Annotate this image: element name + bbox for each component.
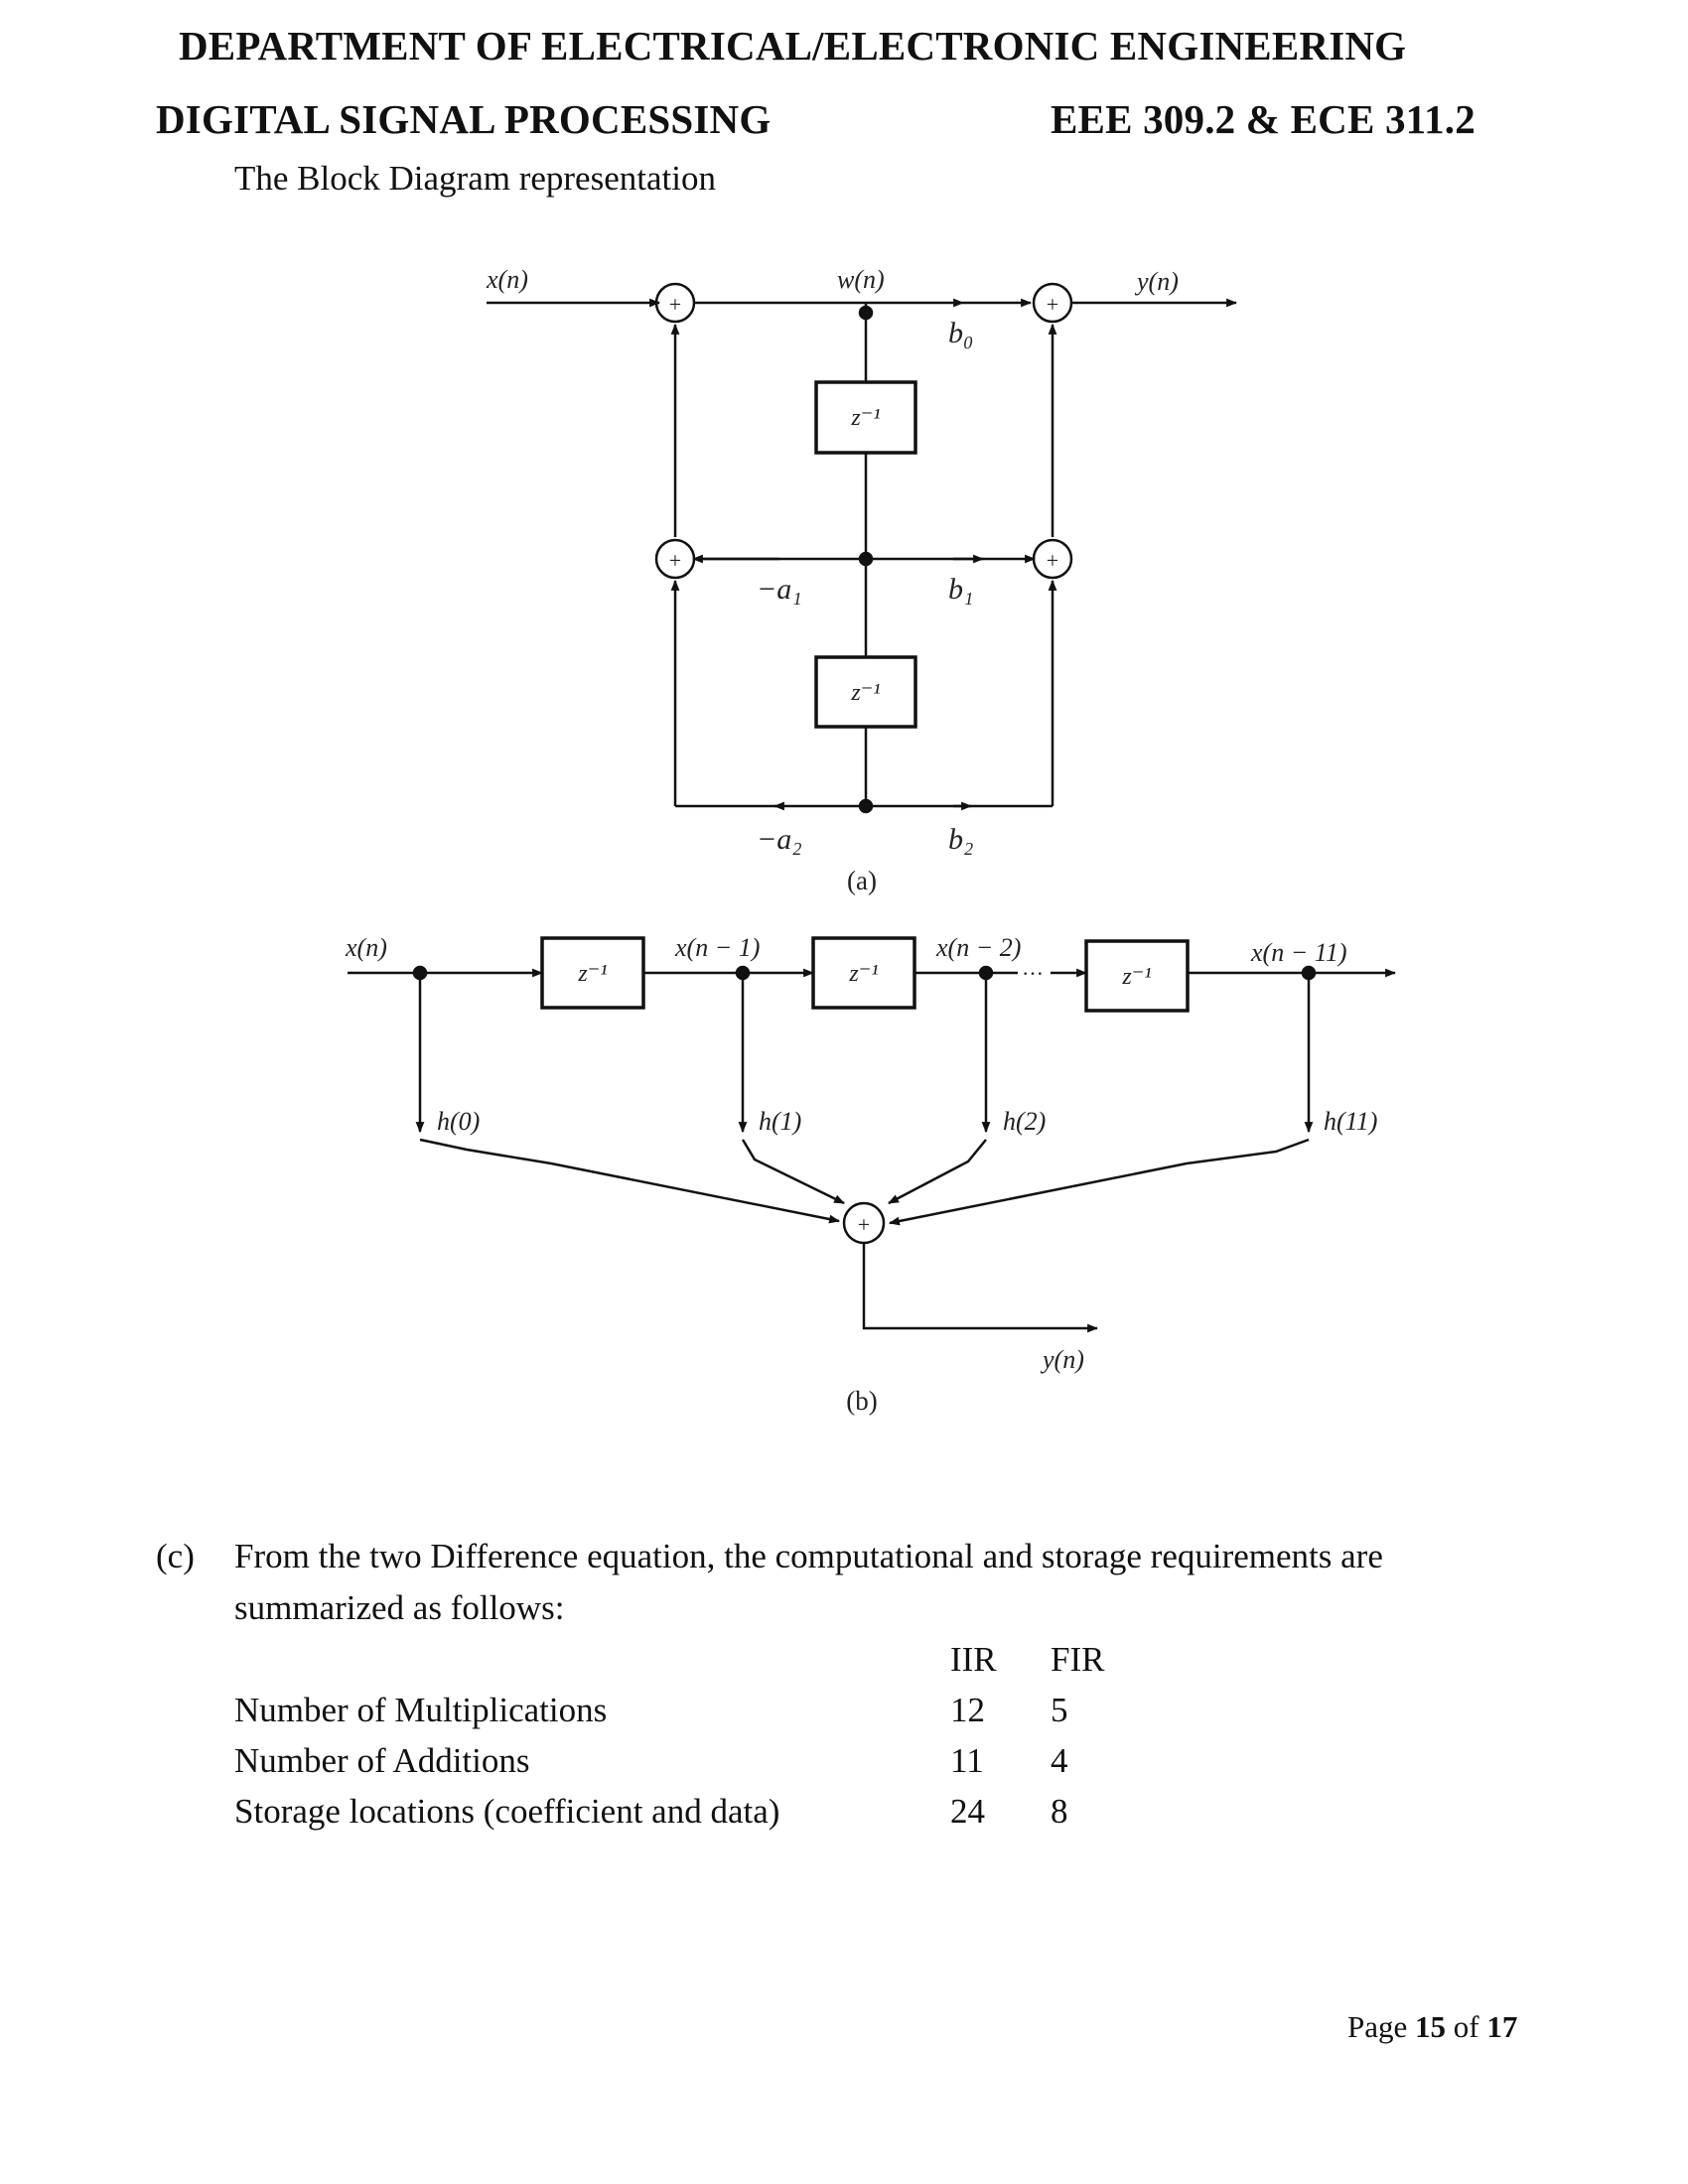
b-output-line [862, 1243, 1099, 1333]
section-c-label: (c) [156, 1537, 195, 1575]
a-adder-mid-left [654, 538, 696, 580]
a-coef-a1: −a₁ [757, 573, 802, 606]
b-node-1 [735, 965, 751, 981]
a-node-mid [858, 551, 874, 567]
a-adder-sign-1: + [669, 292, 681, 317]
a-delay-label-2: z⁻¹ [850, 680, 880, 706]
diagram-a [487, 282, 1238, 814]
diagram-a-labels: + + + + x(n) w(n) y(n) z⁻¹ z⁻¹ b₀ b₁ b₂ … [486, 265, 1179, 895]
a-delay-box-1 [814, 380, 917, 455]
table-row-label: Number of Additions [234, 1741, 530, 1780]
b-h0-label: h(0) [437, 1107, 480, 1136]
b-delay-label-3: z⁻¹ [1121, 964, 1151, 990]
section-c-line-1: From the two Difference equation, the co… [234, 1537, 1383, 1575]
b-input-label: x(n) [345, 933, 387, 962]
a-delay-label-1: z⁻¹ [850, 405, 880, 431]
section-c-line-2: summarized as follows: [234, 1588, 565, 1627]
page-total: 17 [1486, 2009, 1518, 2044]
b-h1-label: h(1) [759, 1107, 801, 1136]
block-diagrams: + + + + x(n) w(n) y(n) z⁻¹ z⁻¹ b₀ b₁ b₂ … [345, 265, 1397, 1416]
b-x11-label: x(n − 11) [1250, 938, 1346, 967]
a-adder-mid-right [1032, 538, 1073, 580]
b-sum-line-2 [888, 1139, 987, 1205]
b-x1-label: x(n − 1) [674, 933, 760, 962]
b-sum-line-0 [419, 1138, 841, 1224]
a-adder-top-left [654, 282, 696, 324]
b-h2-label: h(2) [1003, 1107, 1046, 1136]
a-coef-a2: −a₂ [757, 823, 802, 856]
table-cell-iir: 24 [950, 1792, 985, 1831]
b-node-0 [412, 965, 428, 981]
b-sum-line-1 [741, 1139, 845, 1205]
a-adder-top-right [1032, 282, 1073, 324]
course-title: DIGITAL SIGNAL PROCESSING [156, 96, 772, 142]
a-node-bot [858, 798, 874, 814]
a-adder-sign-2: + [669, 548, 681, 573]
b-delay-box-3 [1084, 939, 1190, 1013]
b-delay-label-2: z⁻¹ [848, 961, 878, 987]
diagram-b-labels: + x(n) x(n − 1) x(n − 2) x(n − 11) ··· z… [345, 933, 1377, 1416]
course-code: EEE 309.2 & ECE 311.2 [1051, 96, 1476, 142]
department-title: DEPARTMENT OF ELECTRICAL/ELECTRONIC ENGI… [179, 23, 1407, 68]
a-caption: (a) [847, 866, 877, 895]
b-delay-label-1: z⁻¹ [577, 961, 607, 987]
a-input-label: x(n) [486, 265, 528, 294]
b-sum-line-11 [888, 1138, 1310, 1226]
page-of: of [1453, 2009, 1479, 2044]
b-x2-label: x(n − 2) [935, 933, 1021, 962]
intro-text: The Block Diagram representation [234, 159, 716, 198]
b-delay-box-2 [811, 936, 916, 1010]
a-node-w [858, 305, 874, 321]
table-header-fir: FIR [1051, 1640, 1105, 1679]
b-output-label: y(n) [1040, 1345, 1084, 1374]
a-adder-sign-3: + [1047, 292, 1058, 317]
a-delay-box-2 [814, 655, 917, 729]
table-row-label: Storage locations (coefficient and data) [234, 1792, 780, 1831]
table-row-label: Number of Multiplications [234, 1691, 608, 1729]
b-h11-label: h(11) [1324, 1107, 1377, 1136]
b-delay-box-1 [540, 936, 645, 1010]
table-header-iir: IIR [950, 1640, 997, 1679]
diagram-b [348, 936, 1397, 1333]
table-cell-fir: 4 [1051, 1741, 1068, 1780]
a-adder-sign-4: + [1047, 548, 1058, 573]
a-coef-b0: b₀ [948, 317, 973, 349]
a-coef-b1: b₁ [948, 573, 973, 606]
b-adder-sign: + [858, 1212, 870, 1237]
page-number: Page 15 of 17 [1347, 2009, 1517, 2045]
table-cell-fir: 8 [1051, 1792, 1068, 1831]
table-cell-fir: 5 [1051, 1691, 1068, 1729]
b-caption: (b) [846, 1386, 877, 1416]
a-w-label: w(n) [837, 265, 885, 294]
table-cell-iir: 11 [950, 1741, 984, 1780]
table-cell-iir: 12 [950, 1691, 985, 1729]
b-node-11 [1301, 965, 1317, 981]
a-output-label: y(n) [1134, 267, 1179, 296]
b-dots: ··· [1022, 961, 1044, 986]
b-node-2 [978, 965, 994, 981]
page-word: Page [1347, 2009, 1408, 2044]
page-current: 15 [1415, 2009, 1447, 2044]
a-coef-b2: b₂ [948, 823, 973, 856]
